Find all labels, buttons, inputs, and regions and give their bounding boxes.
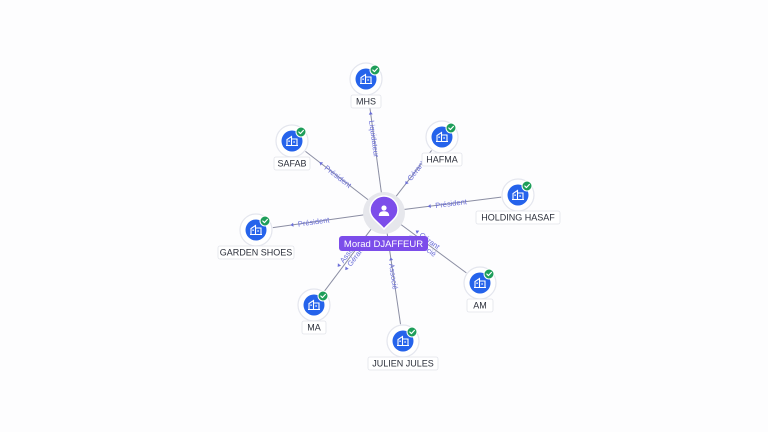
edge-arrow-icon xyxy=(405,180,409,185)
edge-arrow-icon xyxy=(345,266,349,271)
edge-label: Président xyxy=(323,163,354,190)
company-label: SAFAB xyxy=(277,159,306,169)
verified-check-icon xyxy=(317,290,329,302)
verified-check-icon xyxy=(369,64,381,76)
nodes-layer: MHS HAFMA HOLDING HASAF AM JULIEN JULES MA GAR… xyxy=(217,62,561,371)
company-label: AM xyxy=(473,301,487,311)
edge-label-group-safab-0: Président xyxy=(319,162,354,190)
building-icon xyxy=(397,335,409,347)
edge-arrow-icon xyxy=(368,111,373,115)
company-node-am[interactable]: AM xyxy=(463,266,497,313)
building-icon xyxy=(512,189,524,201)
company-node-ma[interactable]: MA xyxy=(297,288,331,335)
edge-line-holding-hasaf xyxy=(399,196,502,211)
company-label-box xyxy=(273,156,311,171)
center-label: Morad DJAFFEUR xyxy=(344,239,423,250)
company-node-holding-hasaf[interactable]: HOLDING HASAF xyxy=(475,178,561,225)
company-label-box xyxy=(367,356,439,371)
edge-label: Associé xyxy=(387,263,400,290)
edge-arrow-icon xyxy=(337,263,342,267)
edge-label-group-garden-shoes-0: Président xyxy=(290,215,331,229)
company-label: HAFMA xyxy=(426,155,458,165)
edge-arrow-icon xyxy=(427,204,431,209)
company-label-box xyxy=(350,94,382,109)
edge-label: Président xyxy=(435,197,468,210)
building-icon xyxy=(436,131,448,143)
person-icon xyxy=(378,205,390,216)
verified-check-icon xyxy=(295,126,307,138)
verified-check-icon xyxy=(483,268,495,280)
building-icon xyxy=(286,135,298,147)
company-node-garden-shoes[interactable]: GARDEN SHOES xyxy=(217,213,295,260)
edge-line-safab xyxy=(305,150,372,203)
edge-label: Président xyxy=(297,215,331,228)
edge-safab: Président xyxy=(305,150,372,203)
company-label: HOLDING HASAF xyxy=(481,213,555,223)
edge-mhs: Liquidateur xyxy=(367,95,383,197)
company-label-box xyxy=(421,152,463,167)
company-label-box xyxy=(466,298,494,313)
edge-garden-shoes: Président xyxy=(272,213,369,229)
company-node-hafma[interactable]: HAFMA xyxy=(421,120,463,167)
center-label-box xyxy=(339,236,428,251)
company-label: MA xyxy=(307,323,321,333)
verified-check-icon xyxy=(259,215,271,227)
edge-line-am xyxy=(396,221,467,274)
company-node-safab[interactable]: SAFAB xyxy=(273,124,311,171)
edge-arrow-icon xyxy=(389,257,394,261)
edge-line-garden-shoes xyxy=(272,213,369,229)
building-icon xyxy=(250,224,262,236)
company-label-box xyxy=(217,245,295,260)
verified-check-icon xyxy=(445,122,457,134)
company-label: MHS xyxy=(356,97,376,107)
company-label-box xyxy=(475,210,561,225)
building-icon xyxy=(474,277,486,289)
company-label: JULIEN JULES xyxy=(372,359,434,369)
edge-arrow-icon xyxy=(290,222,294,227)
building-icon xyxy=(308,299,320,311)
edge-label: Liquidateur xyxy=(367,120,381,158)
verified-check-icon xyxy=(521,180,533,192)
company-node-mhs[interactable]: MHS xyxy=(349,62,383,109)
company-label-box xyxy=(301,320,327,335)
company-node-julien-jules[interactable]: JULIEN JULES xyxy=(367,324,439,371)
building-icon xyxy=(360,73,372,85)
center-person-node[interactable]: Morad DJAFFEUR xyxy=(339,192,428,251)
edge-holding-hasaf: Président xyxy=(399,196,502,211)
edge-label-group-mhs-0: Liquidateur xyxy=(367,111,381,158)
edge-label-group-julien-jules-0: Associé xyxy=(387,257,400,290)
edge-line-ma xyxy=(323,224,375,292)
edge-arrow-icon xyxy=(415,230,420,234)
company-label: GARDEN SHOES xyxy=(220,248,293,258)
edge-label-group-holding-hasaf-0: Président xyxy=(427,197,468,210)
edge-arrow-icon xyxy=(319,162,324,166)
verified-check-icon xyxy=(406,326,418,338)
